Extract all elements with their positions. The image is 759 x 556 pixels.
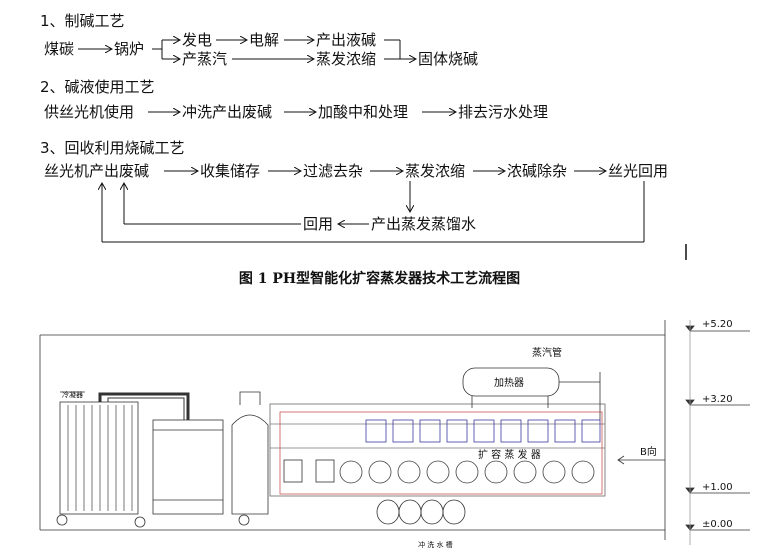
evaporator-body	[279, 411, 603, 495]
flow3-step3: 过滤去杂	[303, 162, 364, 180]
node-coal: 煤碳	[44, 40, 75, 58]
vessel	[231, 414, 269, 515]
flow3-distilled: 产出蒸发蒸馏水	[371, 215, 477, 233]
flow2-step3: 加酸中和处理	[318, 103, 409, 121]
flow-arrows	[78, 0, 687, 260]
elevation-4: ±0.00	[702, 519, 733, 530]
storage-tank	[152, 419, 224, 515]
elevation-3: +1.00	[702, 482, 733, 493]
flow3-step4: 蒸发浓缩	[405, 162, 466, 180]
flow3-reuse: 回用	[303, 215, 334, 233]
node-solid-alkali: 固体烧碱	[418, 50, 479, 68]
flow2-heading: 2、碱液使用工艺	[40, 78, 155, 96]
figure-caption: 图 1 PH型智能化扩容蒸发器技术工艺流程图	[238, 271, 521, 287]
flow2-step4: 排去污水处理	[458, 103, 549, 121]
label-condenser: 冷凝器	[62, 391, 83, 399]
label-heater: 加热器	[494, 378, 524, 389]
flow2-step2: 冲洗产出废碱	[182, 103, 273, 121]
node-liquid-alkali: 产出液碱	[316, 31, 377, 49]
flow2-step1: 供丝光机使用	[44, 103, 135, 121]
flow3-heading: 3、回收利用烧碱工艺	[40, 139, 185, 157]
elevation-1: +5.20	[702, 319, 733, 330]
flow3-step6: 丝光回用	[608, 162, 669, 180]
label-steam-pipe: 蒸汽管	[532, 348, 562, 359]
node-evap-concentrate: 蒸发浓缩	[316, 50, 377, 68]
node-boiler: 锅炉	[114, 40, 145, 58]
label-bottom: 冲 洗 水 槽	[418, 541, 453, 549]
flow3-step1: 丝光机产出废碱	[44, 162, 150, 180]
label-direction: B向	[640, 447, 657, 458]
flow1-heading: 1、制碱工艺	[40, 12, 125, 30]
node-electrolysis: 电解	[249, 31, 280, 49]
flow3-step2: 收集储存	[200, 162, 261, 180]
node-power: 发电	[182, 31, 213, 49]
label-evaporator: 扩 容 蒸 发 器	[478, 450, 541, 461]
elevation-2: +3.20	[702, 394, 733, 405]
condenser	[59, 401, 139, 515]
node-steam: 产蒸汽	[182, 50, 228, 68]
flow3-step5: 浓碱除杂	[507, 162, 568, 180]
